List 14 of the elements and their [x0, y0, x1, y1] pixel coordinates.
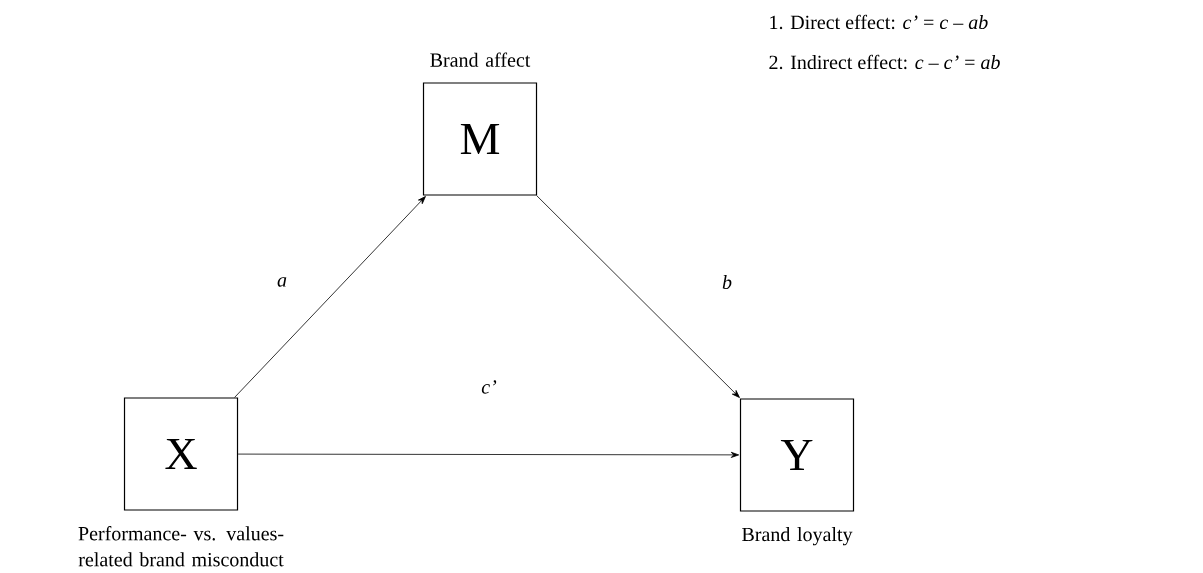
variable-label: Performance- vs. values-related brand misconduct: [78, 526, 284, 567]
variable-box: X: [123, 397, 239, 511]
arrow: [237, 451, 740, 458]
edge-label: b: [721, 273, 733, 291]
formula-note: 2. Indirect effect: c – c’ = ab: [769, 54, 1000, 70]
variable-box: M: [422, 82, 538, 196]
formula-note: 1. Direct effect: c’ = c – ab: [770, 14, 988, 30]
edge-label: a: [276, 276, 288, 288]
edge-label: c’: [480, 379, 498, 395]
variable-label: Brand affect: [430, 52, 531, 67]
arrow: [234, 196, 426, 398]
variable-label: Brand loyalty: [742, 527, 853, 546]
variable-box: Y: [739, 398, 855, 512]
arrow: [536, 195, 740, 398]
